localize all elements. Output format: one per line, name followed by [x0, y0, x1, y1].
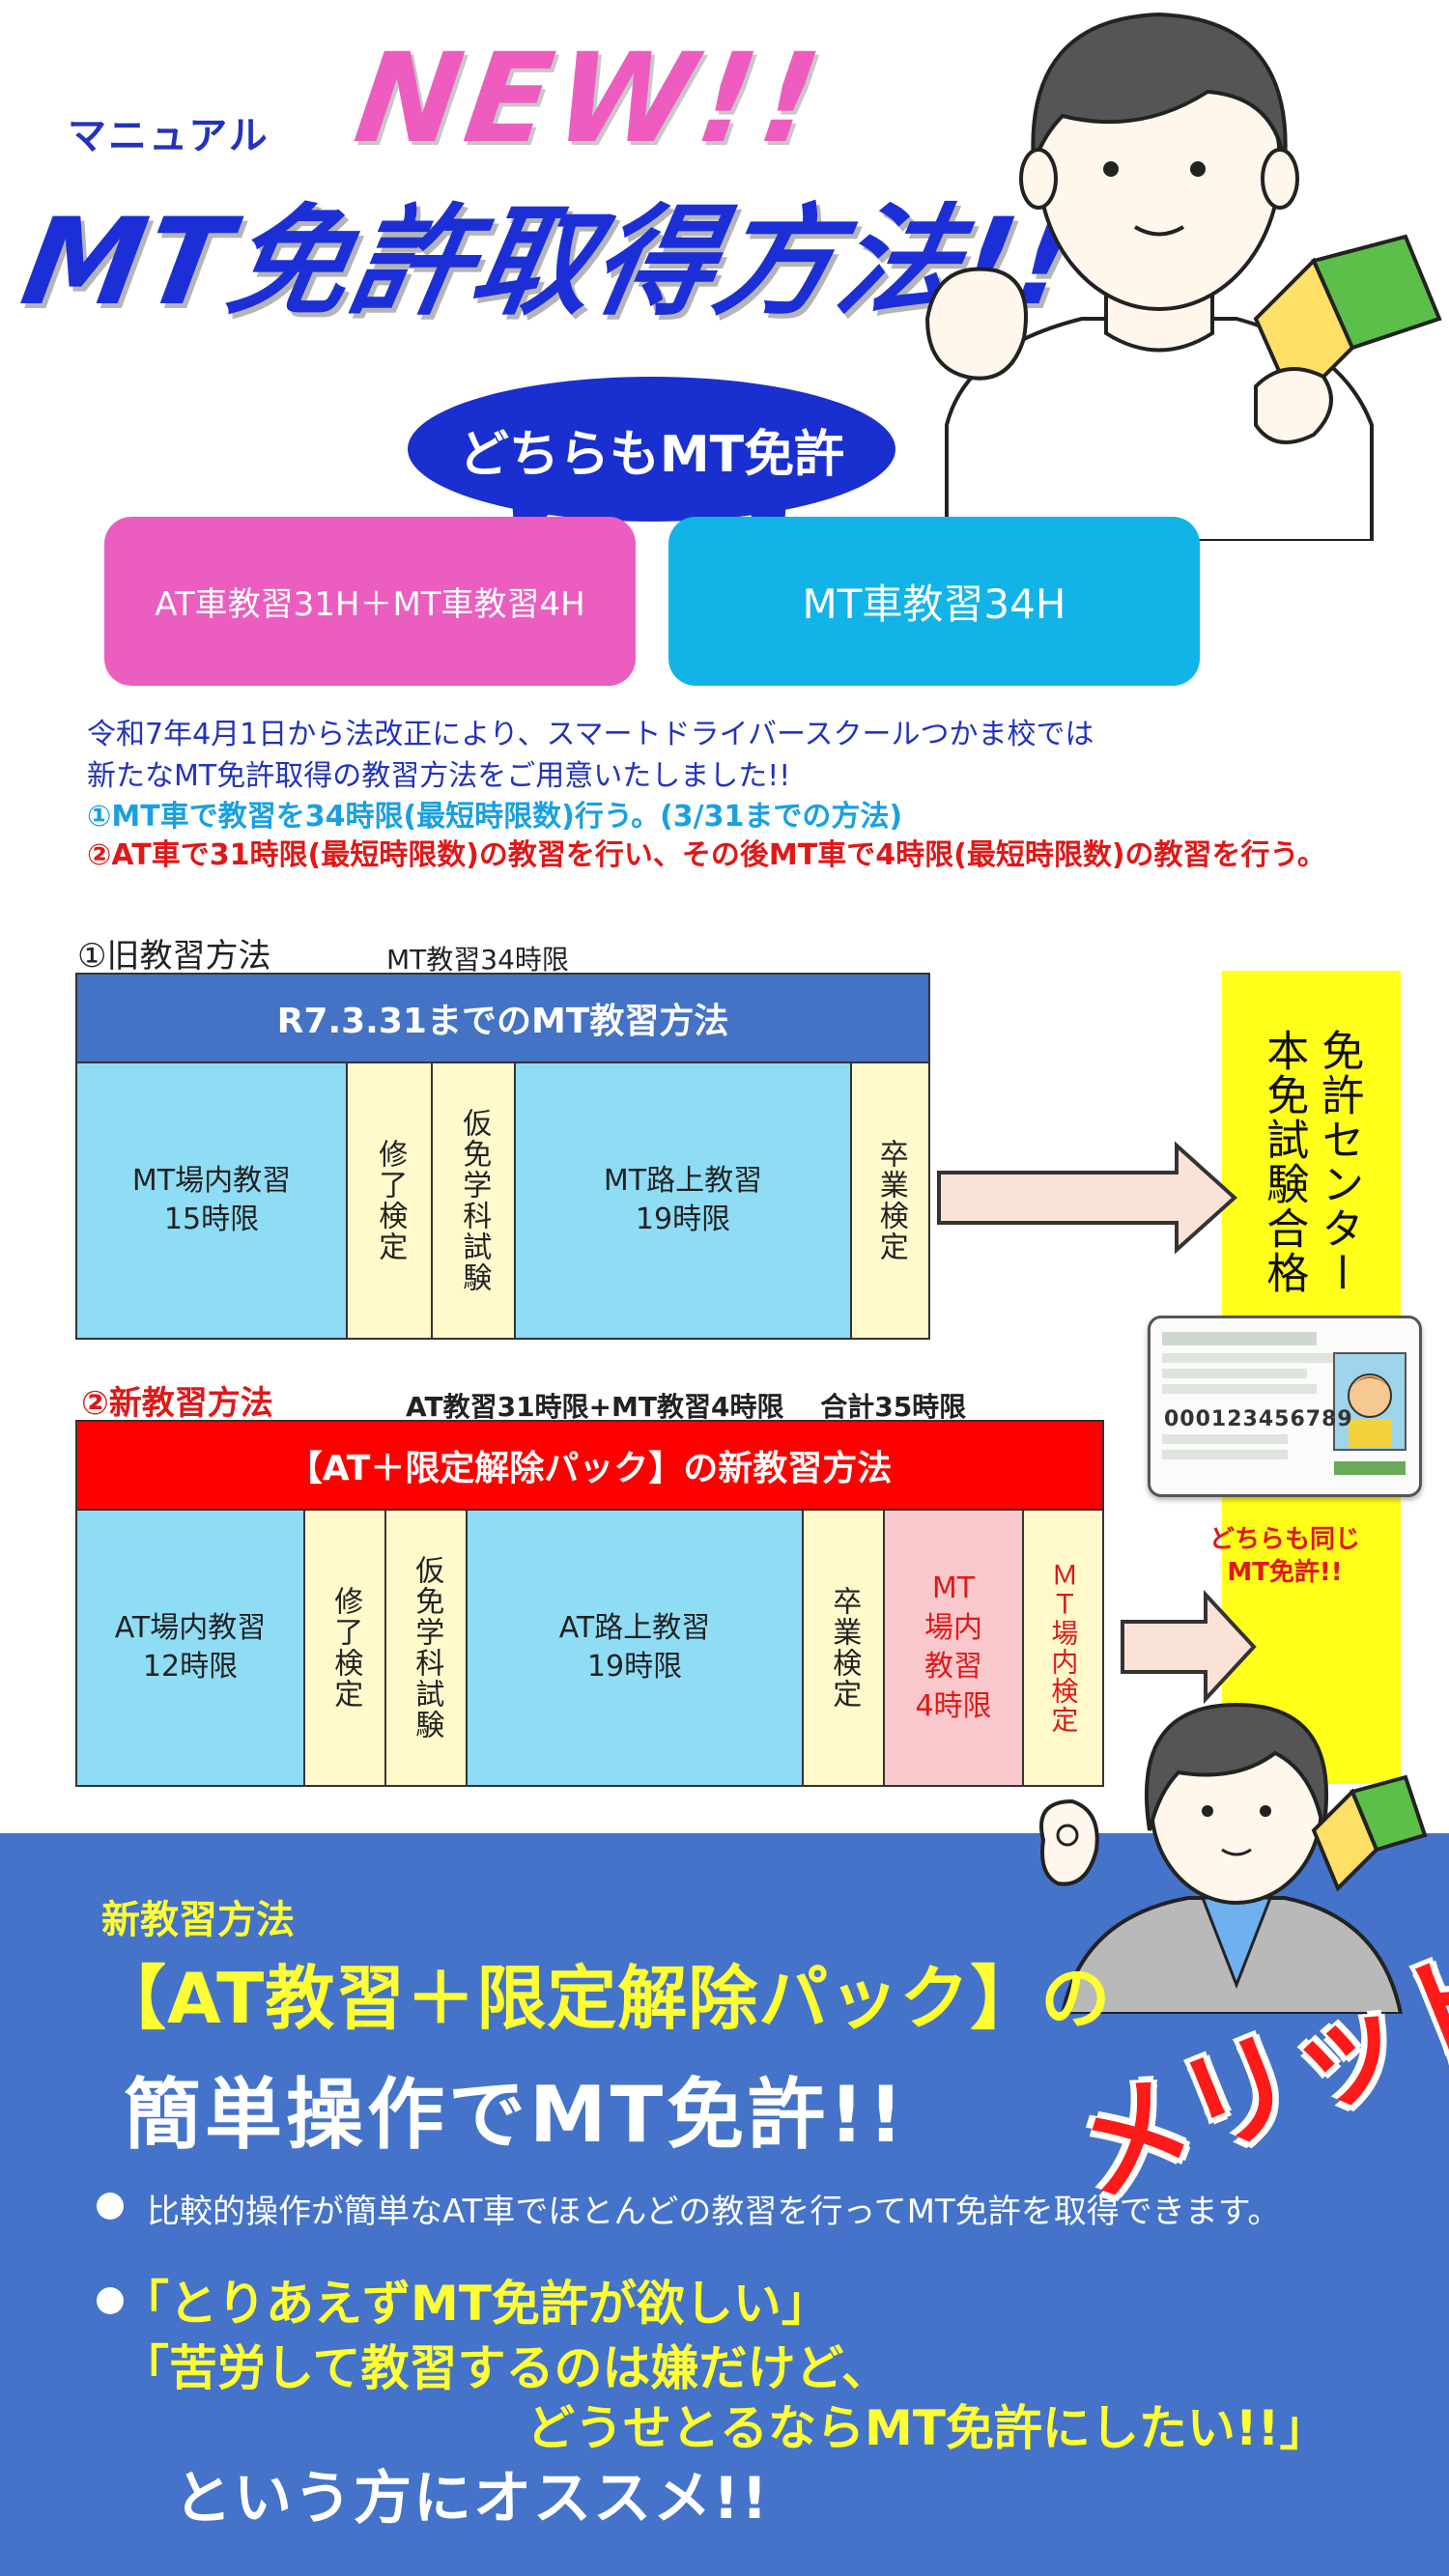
old-written-cell: 仮免学科試験 — [431, 1062, 516, 1340]
old-method-label: ①旧教習方法 — [77, 937, 271, 976]
new-grad-cell: 卒業検定 — [802, 1509, 885, 1787]
arrow-right-icon — [937, 1141, 1237, 1255]
man-illustration — [924, 12, 1442, 541]
license-card: 000123456789 — [1148, 1316, 1422, 1497]
merit-recommend: という方にオススメ!! — [174, 2465, 770, 2533]
new-method-total: AT教習31時限+MT教習4時限 合計35時限 — [406, 1391, 967, 1423]
old-grad-text: 卒業検定 — [873, 1139, 908, 1262]
old-method-header: R7.3.31までのMT教習方法 — [75, 973, 930, 1063]
merit-quote-1: 「とりあえずMT免許が欲しい」 — [121, 2276, 830, 2332]
new-written-cell: 仮免学科試験 — [384, 1509, 468, 1787]
new-method-label: ②新教習方法 — [81, 1384, 273, 1423]
intro-line-4: ②AT車で31時限(最短時限数)の教習を行い、その後MT車で4時限(最短時限数)… — [87, 838, 1326, 872]
new-grad-text: 卒業検定 — [827, 1586, 862, 1710]
at-plus-mt-box: AT車教習31H＋MT車教習4H — [104, 517, 636, 686]
new-mt-check-cell: ＭＴ場内検定 — [1022, 1509, 1104, 1787]
new-mt-in-course-cell: MT 場内 教習 4時限 — [883, 1509, 1024, 1787]
merit-quote-2: 「苦労して教習するのは嫌だけど、 — [121, 2340, 890, 2396]
intro-line-2: 新たなMT免許取得の教習方法をご用意いたしました!! — [87, 759, 791, 793]
bullet-icon — [97, 2193, 124, 2220]
merit-small-title: 新教習方法 — [101, 1898, 295, 1942]
new-mt-check-text: ＭＴ場内検定 — [1047, 1561, 1080, 1735]
merit-quote-3: どうせとるならMT免許にしたい!!」 — [526, 2400, 1328, 2456]
arrow-right-icon — [1121, 1589, 1257, 1705]
license-card-icon — [1162, 1332, 1406, 1475]
new-road-cell: AT路上教習 19時限 — [466, 1509, 804, 1787]
manual-label: マニュアル — [68, 114, 270, 158]
both-mt-license-bubble: どちらもMT免許 — [408, 377, 895, 522]
mt-only-box: MT車教習34H — [668, 517, 1200, 686]
license-card-number: 000123456789 — [1164, 1407, 1353, 1431]
license-center-text: 免許センター本免試験合格 — [1259, 1029, 1364, 1295]
merit-bullet-1: 比較的操作が簡単なAT車でほとんどの教習を行ってMT免許を取得できます。 — [147, 2193, 1281, 2231]
old-road-cell: MT路上教習 19時限 — [514, 1062, 852, 1340]
ok-hand-icon — [1039, 1798, 1099, 1886]
beginner-mark-icon — [1311, 1774, 1428, 1892]
bullet-icon — [97, 2287, 124, 2314]
intro-line-3: ①MT車で教習を34時限(最短時限数)行う。(3/31までの方法) — [87, 800, 903, 834]
new-method-header: 【AT＋限定解除パック】の新教習方法 — [75, 1420, 1104, 1511]
new-exam1-cell: 修了検定 — [303, 1509, 386, 1787]
new-written-text: 仮免学科試験 — [410, 1555, 444, 1741]
merit-easy-title: 簡単操作でMT免許!! — [124, 2070, 908, 2160]
intro-line-1: 令和7年4月1日から法改正により、スマートドライバースクールつかま校では — [87, 718, 1094, 751]
old-method-total: MT教習34時限 — [386, 944, 569, 976]
old-exam1-text: 修了検定 — [373, 1139, 408, 1262]
new-in-course-cell: AT場内教習 12時限 — [75, 1509, 305, 1787]
new-badge: NEW!! — [347, 27, 834, 171]
old-in-course-cell: MT場内教習 15時限 — [75, 1062, 348, 1340]
old-written-text: 仮免学科試験 — [457, 1108, 492, 1293]
old-exam1-cell: 修了検定 — [346, 1062, 433, 1340]
same-license-note: どちらも同じ MT免許!! — [1208, 1525, 1360, 1587]
woman-illustration — [1039, 1702, 1428, 2014]
new-exam1-text: 修了検定 — [328, 1586, 363, 1710]
old-grad-cell: 卒業検定 — [850, 1062, 930, 1340]
merit-pack-title: 【AT教習＋限定解除パック】の — [97, 1958, 1112, 2039]
